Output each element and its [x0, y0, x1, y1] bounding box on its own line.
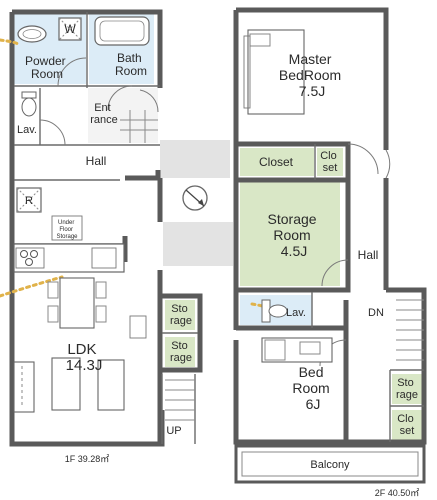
stove-icon: [20, 250, 38, 266]
bedroom-label: Bed Room 6J: [292, 364, 333, 412]
floor-1: W R: [0, 9, 233, 464]
door-swing: [57, 57, 87, 87]
door-swing: [107, 85, 133, 111]
toilet-icon: [261, 299, 288, 323]
compass-icon: [182, 185, 208, 211]
floor-2: Master BedRoom 7.5J Closet Clo set Stora…: [233, 7, 427, 498]
bed-icon: [261, 337, 333, 363]
storage-a-label: Sto rage: [170, 303, 192, 327]
fridge-mark: R: [25, 195, 33, 207]
underfloor-hatch: [51, 215, 83, 241]
closet-floor: [240, 148, 314, 176]
closet-lower-label: Clo set: [397, 413, 417, 437]
toilet-icon: [21, 91, 37, 117]
closet-label: Closet: [259, 155, 294, 169]
bath-room-label: Bath Room: [115, 51, 147, 78]
stair-frame: [161, 374, 196, 444]
storage-room-label: Storage Room 4.5J: [268, 211, 321, 259]
entrance-hatch: [120, 110, 158, 143]
storage2-walls: [389, 369, 424, 442]
dn-stairs-label: DN: [368, 307, 384, 319]
storage-a-floor: [165, 300, 195, 330]
master-shelf: [243, 35, 251, 109]
door-swing: [39, 119, 66, 146]
balcony-inner: [241, 451, 419, 477]
lav-2f-label: Lav.: [286, 307, 306, 319]
door-swing: [139, 89, 159, 113]
ldk-label: LDK 14.3J: [66, 341, 103, 374]
void-area: [160, 140, 230, 178]
hall-2f-label: Hall: [358, 248, 379, 262]
dining-table-icon: [47, 277, 107, 329]
sofa-icon: [13, 357, 125, 413]
closet-lower-floor: [392, 410, 422, 440]
storage-b-label: Sto rage: [170, 340, 192, 364]
stairs-1f: [165, 379, 195, 421]
floor1-area-label: 1F 39.28㎡: [65, 454, 110, 464]
door-swing: [347, 143, 379, 175]
sink-icon: [17, 25, 47, 43]
storage-2f-label: Sto rage: [396, 377, 418, 401]
floor2-outer-walls: [233, 7, 427, 445]
kitchen-counter: [13, 243, 125, 273]
balcony-label: Balcony: [310, 459, 350, 471]
tv-board: [129, 315, 147, 339]
walkway-dash: [0, 275, 64, 298]
powder-room-label: Powder Room: [25, 54, 69, 81]
walkway-dash: [0, 38, 20, 46]
stairs-2f: [396, 299, 424, 361]
entrance-label: Ent rance: [90, 102, 118, 126]
up-stairs-label: UP: [166, 425, 181, 437]
fridge-icon: R: [16, 187, 42, 213]
lav-label: Lav.: [17, 124, 37, 136]
void-area-lower: [163, 222, 233, 266]
master-bedroom-label: Master BedRoom 7.5J: [279, 51, 345, 99]
hall-label: Hall: [86, 154, 107, 168]
bed-icon: [247, 29, 305, 115]
floor1-interior-walls: [14, 12, 160, 245]
washer-icon: W: [58, 17, 82, 41]
entrance-floor: [88, 88, 158, 143]
bathtub-icon: [94, 16, 150, 46]
closet-small-floor: [317, 148, 343, 176]
storage2-floor: [392, 374, 422, 404]
floor1-walls-b: [122, 170, 203, 373]
door-swing: [321, 259, 349, 287]
closet-small-label: Clo set: [320, 150, 340, 174]
washer-mark: W: [64, 22, 76, 36]
storage-b-floor: [165, 337, 195, 367]
under-floor-storage-label: Under Floor Storage: [56, 220, 78, 240]
door-swing: [385, 149, 391, 179]
storage-room-floor: [240, 182, 340, 286]
floor2-partitions: [311, 144, 316, 328]
floor2-area-label: 2F 40.50㎡: [375, 488, 420, 498]
floor2-interior-walls: [236, 141, 351, 442]
